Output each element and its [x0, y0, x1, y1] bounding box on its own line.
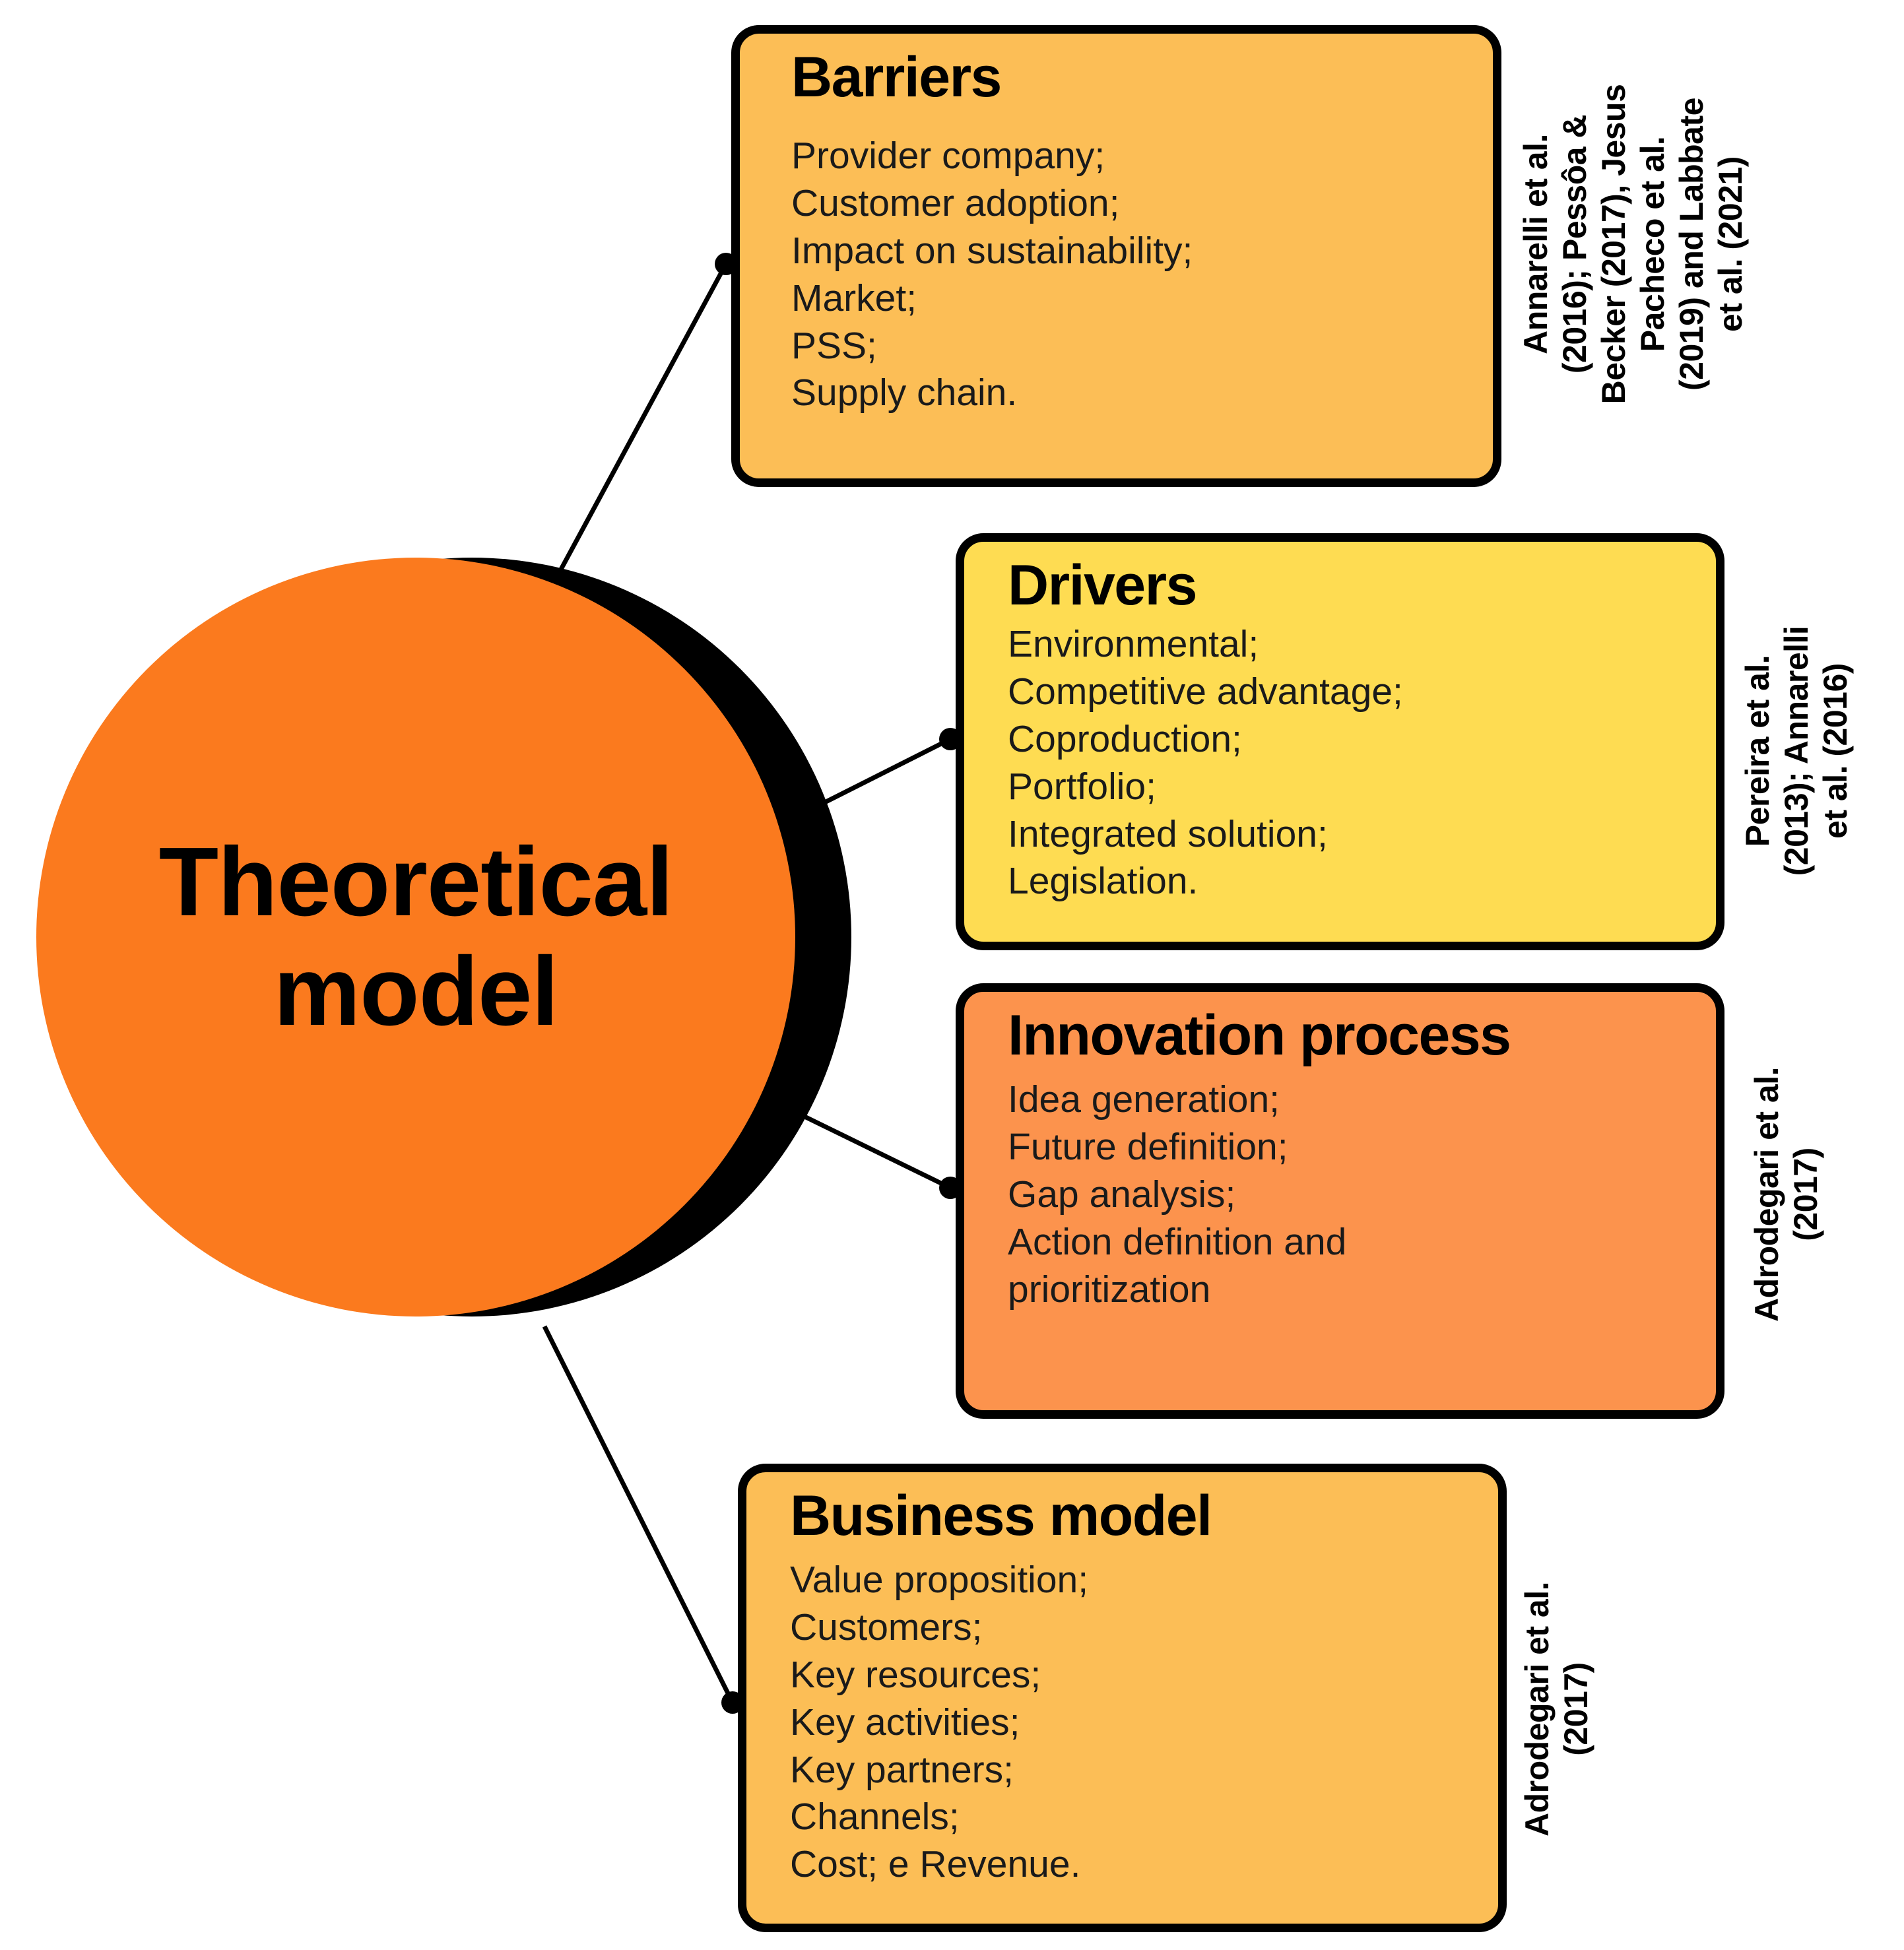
- list-item: Future definition;: [1008, 1126, 1288, 1169]
- list-item: Key partners;: [790, 1748, 1014, 1791]
- node-title-business: Business model: [790, 1484, 1212, 1547]
- citation-barriers: Annarelli et al. (2016); Pessôa & Becker…: [1517, 84, 1749, 405]
- list-item: Gap analysis;: [1008, 1173, 1236, 1216]
- citation-drivers: Pereira et al. (2013); Annarelli et al. …: [1739, 626, 1854, 876]
- node-title-drivers: Drivers: [1008, 554, 1197, 617]
- list-item: Impact on sustainability;: [791, 229, 1193, 272]
- node-title-innovation: Innovation process: [1008, 1004, 1511, 1067]
- citation-business: Adrodegari et al. (2017): [1519, 1581, 1594, 1837]
- center-node-label: Theoretical model: [158, 828, 674, 1046]
- node-list-barriers: Provider company; Customer adoption; Imp…: [791, 133, 1470, 417]
- node-list-innovation: Idea generation; Future definition; Gap …: [1008, 1076, 1693, 1313]
- list-item: Integrated solution;: [1008, 812, 1328, 855]
- list-item: Value proposition;: [790, 1559, 1089, 1602]
- list-item: Portfolio;: [1008, 765, 1156, 808]
- list-item: Supply chain.: [791, 372, 1018, 414]
- node-box-business[interactable]: Business model Value proposition; Custom…: [738, 1464, 1507, 1932]
- list-item: Competitive advantage;: [1008, 670, 1403, 713]
- connector-line-barriers: [550, 263, 729, 585]
- node-box-barriers[interactable]: Barriers Provider company; Customer adop…: [731, 25, 1501, 487]
- list-item: Coproduction;: [1008, 717, 1242, 760]
- list-item: Customer adoption;: [791, 182, 1120, 225]
- connector-line-innovation: [801, 1113, 952, 1190]
- node-list-business: Value proposition; Customers; Key resour…: [790, 1557, 1476, 1889]
- list-item: Legislation.: [1008, 860, 1198, 903]
- node-title-barriers: Barriers: [791, 46, 1002, 109]
- center-node[interactable]: Theoretical model: [36, 558, 795, 1316]
- node-list-drivers: Environmental; Competitive advantage; Co…: [1008, 621, 1693, 905]
- citation-innovation: Adrodegari et al. (2017): [1748, 1066, 1824, 1322]
- list-item: Action definition and: [1008, 1220, 1347, 1263]
- list-item: Channels;: [790, 1796, 960, 1838]
- node-box-innovation[interactable]: Innovation process Idea generation; Futu…: [956, 983, 1724, 1419]
- list-item: Provider company;: [791, 135, 1105, 178]
- list-item: Customers;: [790, 1606, 983, 1649]
- list-item: Environmental;: [1008, 623, 1259, 666]
- node-box-drivers[interactable]: Drivers Environmental; Competitive advan…: [956, 533, 1724, 950]
- list-item: Key activities;: [790, 1701, 1020, 1743]
- connector-line-business: [542, 1325, 735, 1704]
- list-item: Cost; e Revenue.: [790, 1843, 1081, 1886]
- list-item: prioritization: [1008, 1268, 1211, 1311]
- list-item: PSS;: [791, 324, 877, 367]
- list-item: Idea generation;: [1008, 1078, 1280, 1121]
- list-item: Market;: [791, 276, 917, 319]
- list-item: Key resources;: [790, 1653, 1041, 1696]
